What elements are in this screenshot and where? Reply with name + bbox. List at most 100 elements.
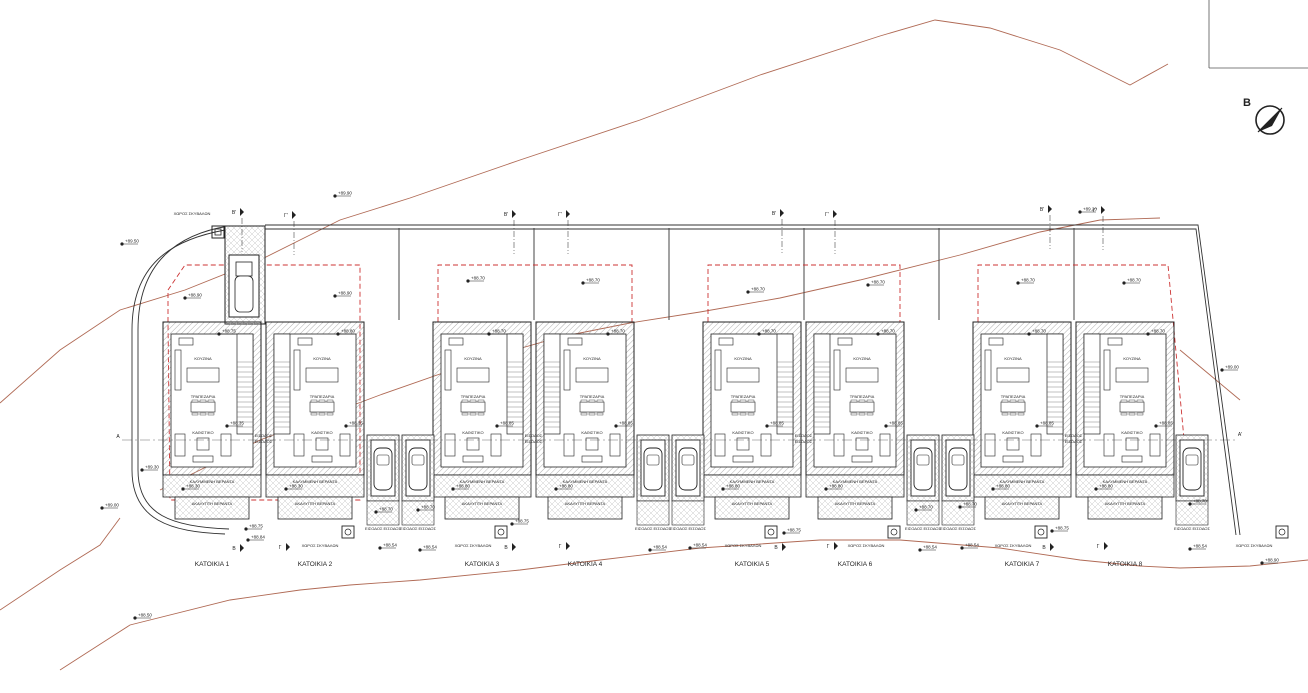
section-letter: Γ <box>279 545 282 551</box>
elevation-value: +88.85 <box>500 421 514 426</box>
chair <box>310 412 318 416</box>
elevation-value: +88.70 <box>963 502 977 507</box>
bin-box <box>1034 525 1048 539</box>
dining-label: ΤΡΑΠΕΖΑΡΙΑ <box>580 394 605 399</box>
elevation-value: +88.30 <box>289 484 303 489</box>
house-7: ΚΟΥΖΙΝΑΤΡΑΠΕΖΑΡΙΑΚΑΘΙΣΤΙΚΟ+88.85+88.70ΚΑ… <box>972 321 1072 520</box>
elevation-value: +88.30 <box>186 484 200 489</box>
veranda-elevation: +88.80 <box>824 484 843 491</box>
parking-apron <box>906 500 940 526</box>
section-letter: B' <box>504 212 508 218</box>
coffee-table <box>855 437 869 451</box>
house-6: ΚΟΥΖΙΝΑΤΡΑΠΕΖΑΡΙΑΚΑΘΙΣΤΙΚΟ+88.85+88.70ΚΑ… <box>805 321 905 520</box>
elevation-value: +88.70 <box>421 505 435 510</box>
bin-box <box>1275 525 1289 539</box>
stove <box>178 337 194 346</box>
kitchen-counter <box>984 349 992 391</box>
open-veranda-label: ΑΚΑΛΥΠΤΗ ΒΕΡΑΝΤΑ <box>732 501 773 506</box>
section-mark: Γ' <box>825 210 837 254</box>
elevation-value: +88.75 <box>515 519 529 524</box>
elevation-value: +88.85 <box>619 421 633 426</box>
open-veranda <box>444 496 520 520</box>
house-1: ΚΟΥΖΙΝΑΤΡΑΠΕΖΑΡΙΑΚΑΘΙΣΤΙΚΟ+88.35+88.75ΚΑ… <box>162 321 262 520</box>
elevation-value: +88.70 <box>1151 329 1165 334</box>
lot-dividers <box>398 228 1075 320</box>
living-label: ΚΑΘΙΣΤΙΚΟ <box>581 430 602 435</box>
stove <box>837 337 853 346</box>
dining-table <box>1119 401 1145 413</box>
kitchen-island <box>575 367 609 383</box>
chair <box>318 399 326 403</box>
dining-table <box>730 401 756 413</box>
chair <box>191 412 199 416</box>
section-mark: Γ' <box>284 211 296 255</box>
sofa <box>563 433 575 457</box>
parking-apron <box>401 500 435 526</box>
chair <box>1136 412 1144 416</box>
chair <box>1136 399 1144 403</box>
elevation-value: +89.30 <box>145 465 159 470</box>
chair <box>850 412 858 416</box>
open-veranda-label: ΑΚΑΛΥΠΤΗ ΒΕΡΑΝΤΑ <box>462 501 503 506</box>
elevation-value: +88.54 <box>423 545 437 550</box>
chair <box>739 399 747 403</box>
elevation-value: +88.75 <box>249 524 263 529</box>
section-letter: B <box>1042 545 1046 551</box>
section-letter: B' <box>772 211 776 217</box>
chair <box>199 412 207 416</box>
bin-icon <box>1037 528 1045 536</box>
sofa <box>490 433 502 457</box>
elevation-value: +88.54 <box>923 545 937 550</box>
elevation-yard: +88.70 <box>1188 499 1207 506</box>
entrance-label: ΕΙΣΟΔΟΣ <box>255 439 273 444</box>
elevation-value: +88.80 <box>559 484 573 489</box>
living-elevation: +88.85 <box>614 421 633 428</box>
elevation-road: +88.54 <box>960 543 979 550</box>
staircase <box>273 333 291 435</box>
elevation-value: +88.35 <box>349 421 363 426</box>
chair <box>1001 399 1009 403</box>
elevation-value: +88.80 <box>1099 484 1113 489</box>
car-body <box>948 447 968 491</box>
veranda-elevation: +88.80 <box>1094 484 1113 491</box>
section-arrow <box>512 543 516 551</box>
covered-veranda-label: ΚΑΛΥΜΜΕΝΗ ΒΕΡΑΝΤΑ <box>563 479 608 484</box>
kitchen-island <box>845 367 879 383</box>
chair <box>588 399 596 403</box>
living-elevation: +88.85 <box>884 421 903 428</box>
elevation-value: +88.70 <box>1021 278 1035 283</box>
section-letter: B' <box>232 210 236 216</box>
veranda-elevation: +88.30 <box>284 484 303 491</box>
elevation-left-lower: +89.00 <box>100 503 119 510</box>
tv-unit <box>581 455 603 463</box>
dining-table <box>849 401 875 413</box>
veranda-elevation: +88.80 <box>991 484 1010 491</box>
chair <box>461 399 469 403</box>
coffee-table <box>585 437 599 451</box>
section-mark: Γ <box>279 543 290 551</box>
open-veranda <box>1087 496 1163 520</box>
house-title: ΚΑΤΟΙΚΙΑ 8 <box>1108 561 1143 568</box>
kitchen-counter <box>714 349 722 391</box>
section-mark: Γ <box>827 542 838 550</box>
section-letter: B <box>504 545 508 551</box>
house-title: ΚΑΤΟΙΚΙΑ 1 <box>195 561 230 568</box>
kitchen-label: ΚΟΥΖΙΝΑ <box>583 356 601 361</box>
bin-box <box>764 525 778 539</box>
living-label: ΚΑΘΙΣΤΙΚΟ <box>851 430 872 435</box>
kitchen-counter <box>174 349 182 391</box>
chair <box>731 399 739 403</box>
coffee-table <box>315 437 329 451</box>
section-arrow <box>1048 205 1052 213</box>
kitchen-counter <box>833 349 841 391</box>
open-veranda <box>277 496 353 520</box>
parking-apron <box>366 500 400 526</box>
living-elevation: +88.85 <box>495 421 514 428</box>
entrance-label: ΕΙΣΟΔΟΣ <box>795 433 813 438</box>
elevation-value: +88.35 <box>230 421 244 426</box>
sofa <box>1149 433 1161 457</box>
kitchen-label: ΚΟΥΖΙΝΑ <box>734 356 752 361</box>
chair <box>580 399 588 403</box>
dining-label: ΤΡΑΠΕΖΑΡΙΑ <box>1120 394 1145 399</box>
